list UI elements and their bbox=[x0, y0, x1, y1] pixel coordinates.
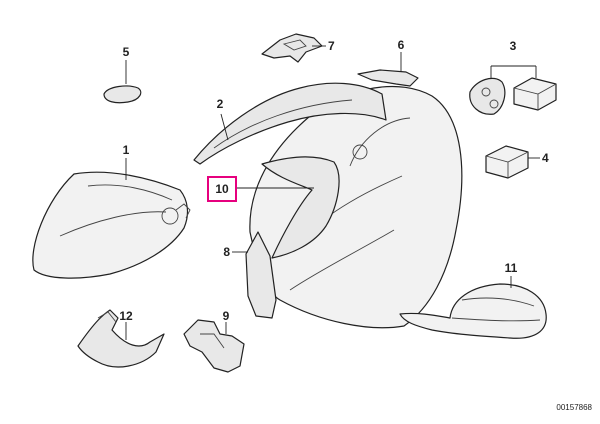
callout-5[interactable]: 5 bbox=[123, 45, 130, 59]
part-7-shape[interactable] bbox=[261, 33, 323, 63]
part-11-shape[interactable] bbox=[399, 283, 547, 339]
callout-11[interactable]: 11 bbox=[505, 261, 518, 275]
callout-7[interactable]: 7 bbox=[328, 39, 335, 53]
part-8-shape[interactable] bbox=[245, 231, 277, 319]
callout-6[interactable]: 6 bbox=[398, 38, 405, 52]
callout-8[interactable]: 8 bbox=[223, 245, 230, 259]
callout-9[interactable]: 9 bbox=[223, 309, 230, 323]
callout-3[interactable]: 3 bbox=[510, 39, 517, 53]
part-9-shape[interactable] bbox=[183, 319, 245, 373]
callout-10[interactable]: 10 bbox=[215, 182, 229, 196]
part-1-shape[interactable] bbox=[32, 171, 189, 279]
callout-4[interactable]: 4 bbox=[542, 151, 549, 165]
leader-2 bbox=[220, 113, 229, 141]
part-6-shape[interactable] bbox=[357, 69, 419, 87]
part-10-shape[interactable] bbox=[261, 156, 340, 259]
document-number: 00157868 bbox=[556, 403, 592, 412]
callout-2[interactable]: 2 bbox=[217, 97, 224, 111]
callout-10-highlight bbox=[207, 176, 237, 202]
part-3-plate-shape[interactable] bbox=[469, 77, 506, 115]
part-3-foam-shape[interactable] bbox=[513, 77, 557, 111]
callout-1[interactable]: 1 bbox=[123, 143, 130, 157]
part-5-shape[interactable] bbox=[103, 85, 142, 104]
part-2-shape[interactable] bbox=[193, 82, 387, 165]
leader-3 bbox=[490, 65, 537, 78]
callout-12[interactable]: 12 bbox=[119, 309, 133, 323]
